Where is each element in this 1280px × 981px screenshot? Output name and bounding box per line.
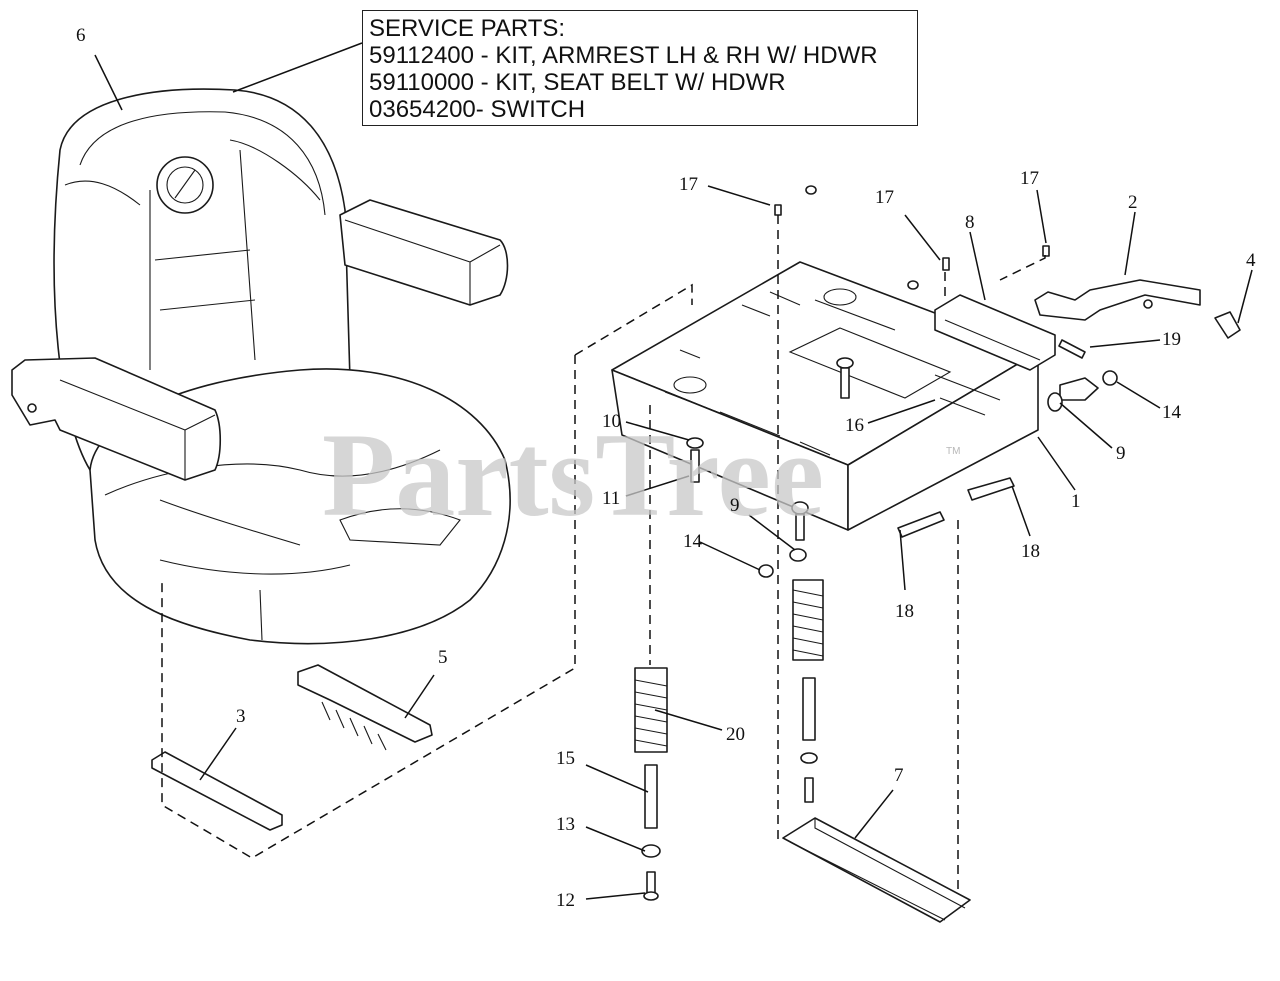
spacer-part-15 [644,764,658,829]
callout-label: 14 [1162,402,1182,423]
callout-label: 18 [1021,541,1040,562]
callout-label: 18 [895,601,914,622]
brand-logo [156,156,214,214]
callout-label: 6 [76,25,86,46]
service-part-line: 03654200- SWITCH [369,96,586,123]
callout-label: 9 [730,495,740,516]
callout-label: 17 [1020,168,1039,189]
watermark-trademark: TM [946,446,960,457]
adjust-lever-part-2 [1034,279,1201,321]
service-part-line: 59112400 - KIT, ARMREST LH & RH W/ HDWR [369,42,878,69]
seat-assembly [11,88,511,645]
callout-labels: 6 17 17 17 8 2 4 19 14 16 10 11 9 1 9 14… [76,25,1256,911]
plate-part-3 [151,751,283,831]
bracket-part-8 [934,294,1056,371]
seat-frame [611,261,1039,531]
callout-label: 10 [602,411,621,432]
callout-label: 19 [1162,329,1181,350]
callout-label: 5 [438,647,448,668]
knob-part-4 [1214,311,1241,339]
callout-label: 15 [556,748,575,769]
callout-label: 14 [683,531,703,552]
spring-part-19 [1058,339,1086,359]
callout-label: 8 [965,212,975,233]
rail-part-7 [782,817,971,923]
callout-label: 13 [556,814,575,835]
callout-label: 12 [556,890,575,911]
callout-label: 7 [894,765,904,786]
callout-label: 2 [1128,192,1138,213]
pin-part-18 [967,477,1015,501]
service-parts-heading: SERVICE PARTS: [369,15,566,42]
spring-part-20 [634,667,668,753]
right-armrest [339,199,509,306]
bracket-part-5 [297,664,433,743]
leader-lines [94,42,1253,900]
left-armrest [11,357,222,481]
alignment-lines [161,215,1046,895]
callout-label: 3 [236,706,246,727]
pin-part-18 [897,511,945,538]
callout-label: 4 [1246,250,1256,271]
watermark: PartsTree [322,408,824,541]
callout-label: 9 [1116,443,1126,464]
service-parts-box: SERVICE PARTS: 59112400 - KIT, ARMREST L… [362,10,918,126]
callout-label: 20 [726,724,745,745]
callout-label: 16 [845,415,864,436]
callout-label: 11 [602,488,620,509]
callout-label: 17 [875,187,894,208]
callout-label: 17 [679,174,698,195]
washer-part-13 [641,844,661,858]
spring-middle [792,579,824,661]
callout-label: 1 [1071,491,1081,512]
service-part-line: 59110000 - KIT, SEAT BELT W/ HDWR [369,69,786,96]
